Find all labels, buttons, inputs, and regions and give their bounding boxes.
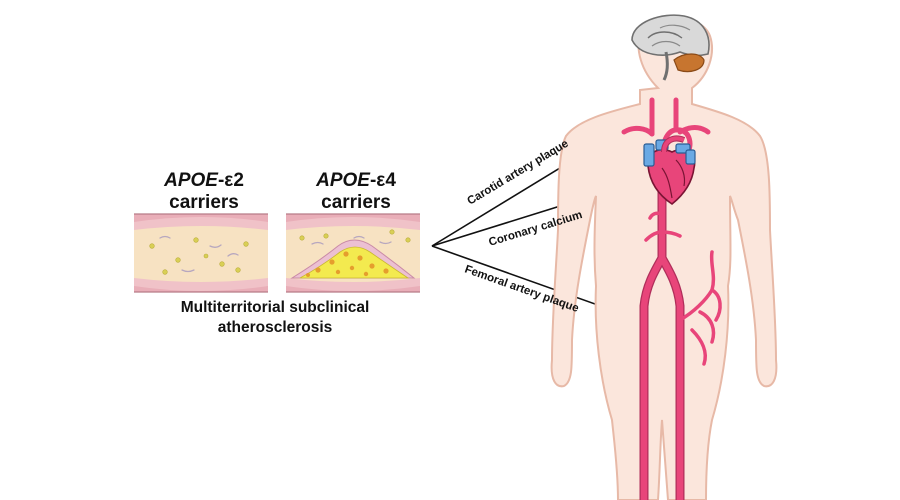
caption-line2: atherosclerosis: [217, 319, 333, 336]
heart: [643, 135, 696, 205]
right-femoral-artery: [640, 254, 666, 500]
healthy-vessel-lumen: [134, 226, 268, 282]
healthy-vessel: [134, 213, 268, 293]
apoe-e4-allele: -ε4: [369, 170, 396, 191]
caption-line1: Multiterritorial subclinical: [180, 299, 370, 316]
cerebellum: [673, 53, 705, 73]
brain: [631, 14, 710, 81]
apoe-e2-allele: -ε2: [217, 170, 244, 191]
carotid-label: Carotid artery plaque: [465, 138, 570, 208]
apoe-e4-gene: APOE: [316, 170, 370, 191]
plaque-vessel: [286, 213, 420, 293]
apoe-e2-carriers: carriers: [169, 192, 239, 213]
apoe-e2-label: APOE-ε2 carriers: [134, 170, 274, 214]
apoe-e4-carriers: carriers: [321, 192, 391, 213]
plaque-particles: [306, 251, 389, 277]
lipid-particles: [149, 237, 249, 275]
plaque-core: [299, 246, 410, 279]
caption: Multiterritorial subclinical atheroscler…: [150, 298, 400, 338]
arterial-tree: [621, 97, 722, 500]
left-femoral-artery: [658, 254, 684, 500]
apoe-e4-label: APOE-ε4 carriers: [286, 170, 426, 214]
apoe-e2-gene: APOE: [164, 170, 218, 191]
